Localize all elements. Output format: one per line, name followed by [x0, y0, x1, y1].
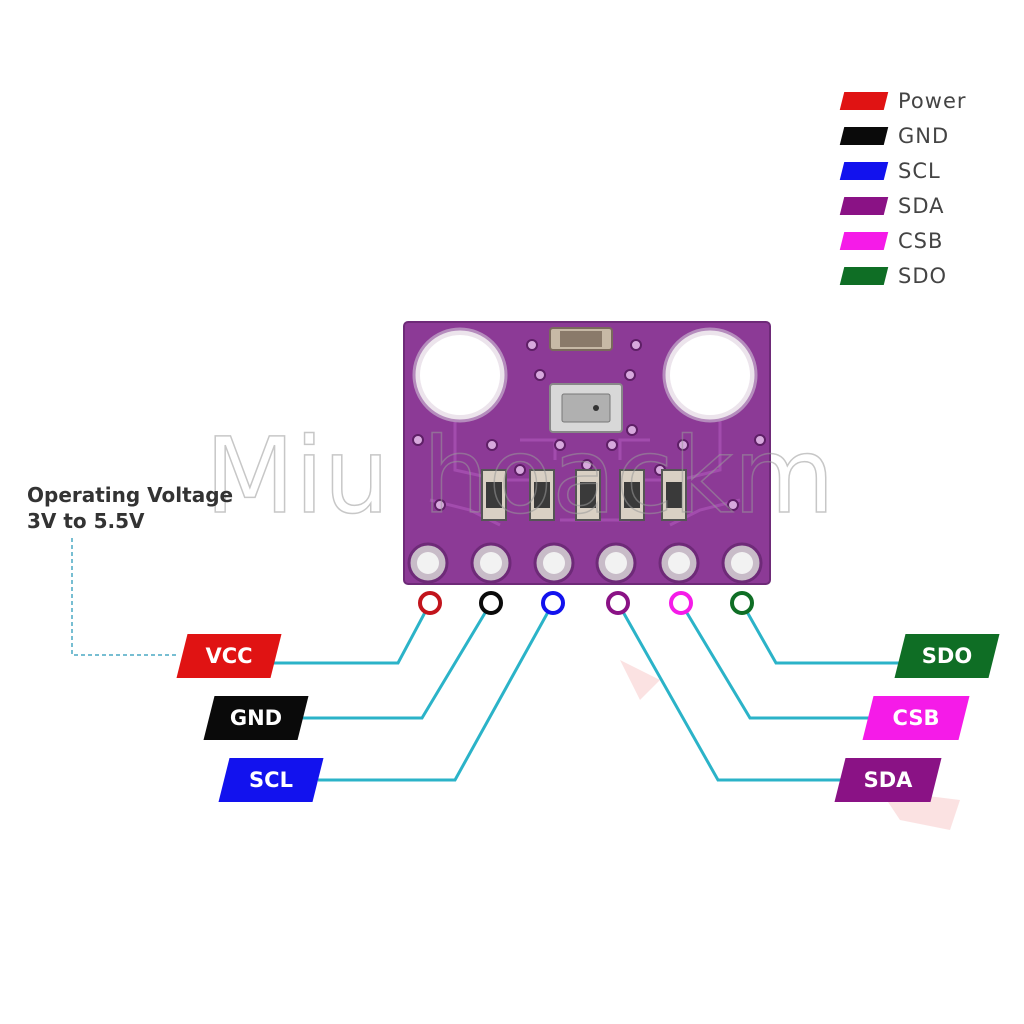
wire-scl: [318, 602, 555, 782]
pin-label-sda: SDA: [834, 758, 942, 802]
resistor: [481, 469, 507, 521]
marker-vcc: [418, 591, 442, 615]
connection-wires: [272, 602, 900, 782]
pin-label-scl-text: SCL: [249, 768, 293, 792]
pin-label-csb-text: CSB: [892, 706, 940, 730]
marker-sdo: [730, 591, 754, 615]
legend-label-scl: SCL: [898, 159, 941, 183]
resistor: [661, 469, 687, 521]
pin-markers: [418, 591, 754, 615]
header-pads: [407, 542, 763, 584]
watermark-shape: [620, 660, 960, 830]
legend-label-csb: CSB: [898, 229, 944, 253]
marker-scl: [541, 591, 565, 615]
resistor: [529, 469, 555, 521]
legend-label-sdo: SDO: [898, 264, 948, 288]
pin-label-csb: CSB: [862, 696, 970, 740]
marker-csb: [669, 591, 693, 615]
pin-label-scl: SCL: [218, 758, 324, 802]
pin-label-vcc: VCC: [176, 634, 282, 678]
voltage-line-2: 3V to 5.5V: [27, 509, 145, 533]
wire-sda: [616, 602, 842, 782]
wire-vcc: [272, 602, 432, 665]
vias: [412, 339, 766, 511]
operating-voltage-note: Operating Voltage 3V to 5.5V: [27, 482, 233, 534]
pin-label-gnd: GND: [203, 696, 309, 740]
pin-label-sdo-text: SDO: [921, 644, 973, 668]
legend-label-sda: SDA: [898, 194, 945, 218]
resistor-row: [481, 469, 687, 521]
pin-label-sdo: SDO: [894, 634, 1000, 678]
wire-gnd: [300, 602, 493, 720]
pin-label-sda-text: SDA: [863, 768, 913, 792]
pin-label-gnd-text: GND: [229, 706, 283, 730]
resistor: [575, 469, 601, 521]
sensor-board: [403, 321, 771, 585]
wire-sdo: [740, 602, 900, 665]
legend-label-power: Power: [898, 89, 967, 113]
marker-sda: [606, 591, 630, 615]
wire-csb: [679, 602, 870, 720]
legend-label-gnd: GND: [898, 124, 950, 148]
marker-gnd: [479, 591, 503, 615]
pin-label-vcc-text: VCC: [205, 644, 253, 668]
watermark-text: Miu hoackm: [205, 415, 835, 537]
voltage-leader-line: [71, 538, 178, 656]
voltage-line-1: Operating Voltage: [27, 483, 234, 507]
resistor: [619, 469, 645, 521]
